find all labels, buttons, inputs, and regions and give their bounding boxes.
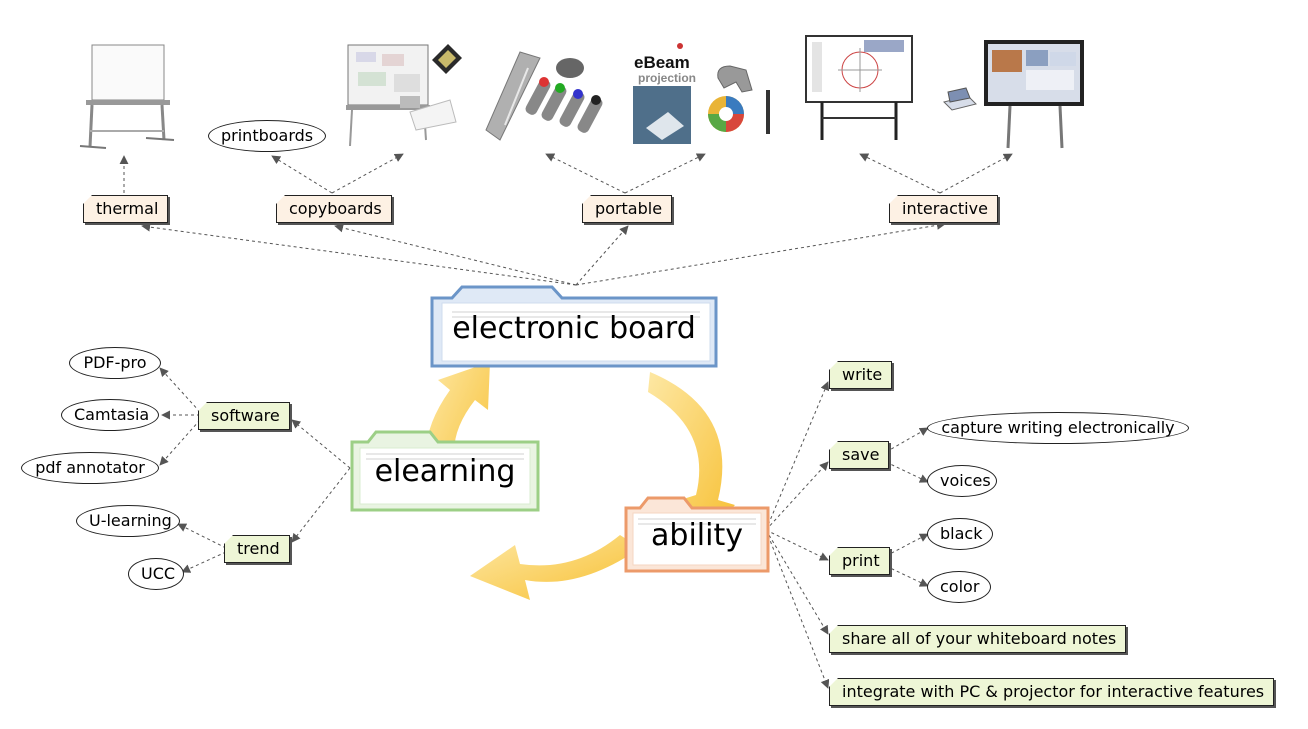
- connector: [765, 461, 829, 531]
- oval-pdf-annotator[interactable]: pdf annotator: [21, 452, 159, 484]
- tag-interactive[interactable]: interactive: [889, 195, 998, 223]
- tag-share[interactable]: share all of your whiteboard notes: [829, 625, 1127, 653]
- connector: [885, 461, 929, 483]
- tag-software[interactable]: software: [198, 402, 290, 430]
- tag-copyboards[interactable]: copyboards: [276, 195, 392, 223]
- ebeam-logo-text: eBeam: [634, 53, 690, 72]
- connector: [271, 155, 333, 194]
- connector: [765, 529, 829, 635]
- connector: [765, 381, 830, 531]
- oval-voices[interactable]: voices: [927, 465, 997, 497]
- oval-printboards[interactable]: printboards: [208, 120, 326, 152]
- tag-print[interactable]: print: [829, 547, 890, 575]
- oval-capture-writing[interactable]: capture writing electronically: [927, 412, 1189, 444]
- connector: [859, 153, 941, 194]
- tag-write[interactable]: write: [829, 361, 893, 389]
- interactive-board-image: [805, 35, 913, 140]
- oval-color[interactable]: color: [927, 571, 991, 603]
- connectors: [119, 153, 1013, 689]
- thermal-board-image: [79, 44, 175, 149]
- oval-pdf-pro[interactable]: PDF-pro: [69, 347, 161, 379]
- electronic-board-title: electronic board: [452, 311, 696, 346]
- folder-ability: [624, 496, 770, 573]
- connector: [885, 533, 929, 557]
- connector: [291, 419, 351, 469]
- folder-electronic-board: [430, 285, 718, 368]
- tag-save[interactable]: save: [829, 441, 890, 469]
- connector: [575, 225, 629, 286]
- portable-pens-image: [485, 51, 603, 141]
- ability-title: ability: [651, 518, 743, 553]
- connector: [181, 551, 227, 573]
- elearning-title: elearning: [374, 454, 516, 489]
- connector: [141, 222, 577, 286]
- connector: [159, 419, 201, 466]
- connector: [885, 427, 929, 453]
- tag-trend[interactable]: trend: [224, 535, 290, 563]
- copyboard-image: [346, 44, 462, 147]
- connector: [291, 467, 351, 543]
- ebeam-logo-sub: projection: [638, 71, 696, 85]
- connector: [177, 523, 227, 549]
- connector: [939, 153, 1013, 194]
- connector: [159, 367, 201, 413]
- interactive-display-image: [943, 40, 1084, 149]
- connector: [331, 153, 404, 194]
- connector: [885, 565, 929, 587]
- connector: [765, 529, 830, 689]
- cycle-arrow-right: [648, 372, 735, 540]
- connector: [624, 153, 706, 194]
- oval-camtasia[interactable]: Camtasia: [61, 399, 159, 431]
- tag-thermal[interactable]: thermal: [83, 195, 169, 223]
- oval-u-learning[interactable]: U-learning: [76, 505, 180, 537]
- tag-integrate[interactable]: integrate with PC & projector for intera…: [829, 678, 1275, 706]
- connector: [334, 223, 577, 286]
- connector: [575, 220, 946, 286]
- connector: [765, 529, 829, 561]
- ebeam-projection-image: eBeam projection: [633, 43, 770, 144]
- oval-ucc[interactable]: UCC: [128, 558, 184, 590]
- connector: [545, 153, 626, 194]
- cycle-arrow-bottom: [470, 535, 640, 600]
- folder-elearning: [350, 430, 540, 512]
- oval-black[interactable]: black: [927, 518, 993, 550]
- tag-portable[interactable]: portable: [582, 195, 673, 223]
